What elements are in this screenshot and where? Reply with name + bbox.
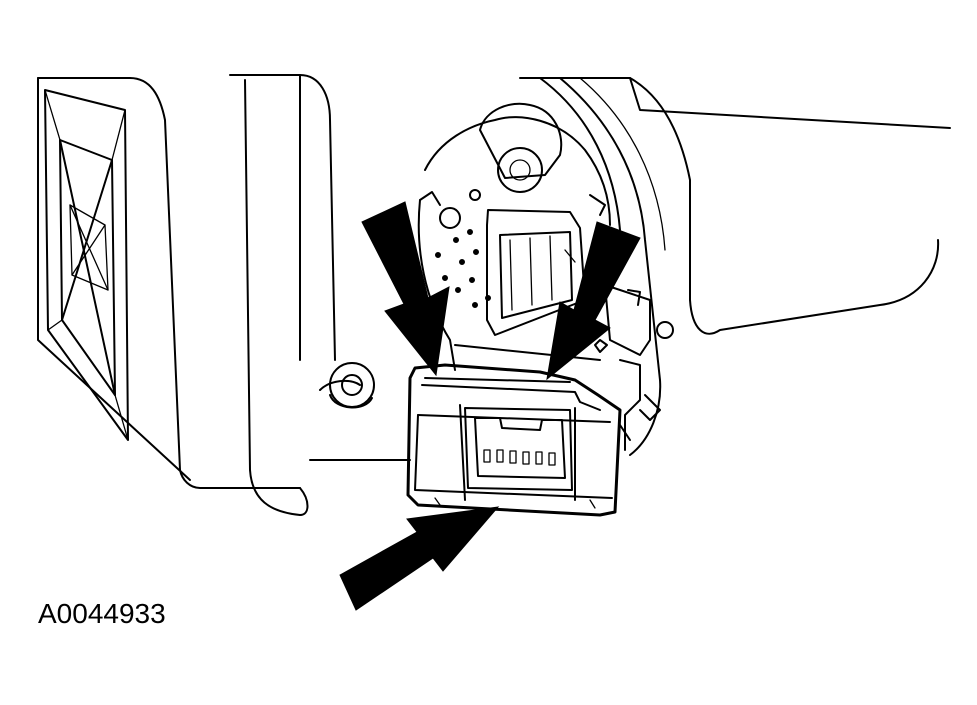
arrow-bottom xyxy=(339,506,500,611)
vent-grille xyxy=(44,89,129,441)
electrical-connector xyxy=(406,363,622,517)
mounting-boss xyxy=(329,362,375,409)
arrow-top-right xyxy=(546,221,641,381)
actuator-motor xyxy=(417,102,674,451)
callout-arrows xyxy=(339,201,641,611)
hvac-housing xyxy=(37,74,951,516)
arrow-top-left xyxy=(361,201,450,377)
figure-id-label: A0044933 xyxy=(38,598,166,629)
